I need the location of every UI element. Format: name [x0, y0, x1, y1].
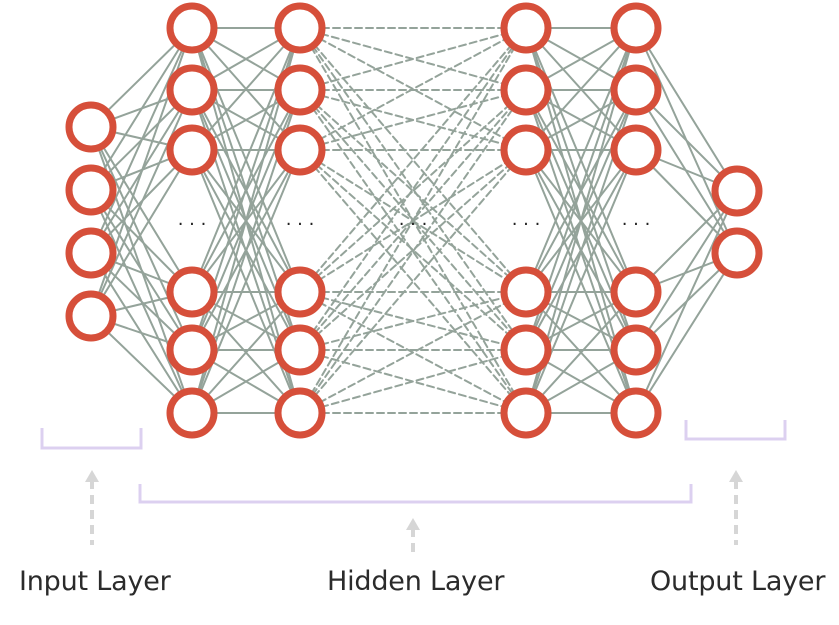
dashed-connection [299, 89, 527, 414]
hidden-3-neuron [500, 64, 552, 116]
arrow-head [85, 470, 99, 482]
hidden-3-neuron [500, 2, 552, 54]
hidden-1-neuron [166, 387, 218, 439]
ellipsis-dots: . . . [512, 209, 541, 230]
connection [90, 27, 193, 191]
hidden-3-neuron [500, 266, 552, 318]
input-neuron [65, 227, 117, 279]
output-layer-arrow [729, 470, 743, 545]
dashed-connection [299, 349, 527, 414]
hidden-4-neuron [610, 324, 662, 376]
hidden-2-neuron [274, 124, 326, 176]
hidden-2-neuron [274, 2, 326, 54]
dashed-connection [299, 27, 527, 414]
ellipsis-dots: . . . [286, 209, 315, 230]
connection [90, 89, 193, 317]
input-neuron [65, 164, 117, 216]
ellipsis-dots: . . . [178, 209, 207, 230]
dashed-connection [299, 89, 527, 151]
dashed-connection [299, 291, 527, 351]
arrow-head [729, 470, 743, 482]
hidden-4-neuron [610, 124, 662, 176]
hidden-4-neuron [610, 266, 662, 318]
input-neuron [65, 101, 117, 153]
ellipsis-dots: . . . [399, 209, 428, 230]
connection [191, 149, 301, 414]
hidden-3-neuron [500, 387, 552, 439]
output-layer-label: Output Layer [650, 566, 826, 597]
output-layer-bracket [684, 420, 787, 441]
connection [635, 190, 738, 351]
dashed-connection [299, 149, 527, 414]
connection [525, 291, 637, 414]
connection [635, 27, 738, 192]
hidden-2-neuron [274, 324, 326, 376]
input-layer-arrow [85, 470, 99, 545]
input-layer-label: Input Layer [19, 566, 171, 597]
hidden-4-neuron [610, 64, 662, 116]
connection [191, 27, 301, 151]
connection [525, 27, 637, 151]
hidden-layer-bracket [138, 484, 693, 504]
connection [525, 149, 637, 414]
hidden-2-neuron [274, 266, 326, 318]
input-neuron [65, 290, 117, 342]
hidden-1-neuron [166, 324, 218, 376]
dashed-connection [299, 89, 527, 293]
hidden-1-neuron [166, 2, 218, 54]
hidden-1-neuron [166, 266, 218, 318]
dashed-connection [299, 27, 527, 151]
neurons [65, 2, 763, 439]
hidden-4-neuron [610, 387, 662, 439]
brackets [40, 420, 787, 504]
dashed-connection [299, 89, 527, 293]
dashed-connection [299, 27, 527, 293]
hidden-2-neuron [274, 387, 326, 439]
connection [90, 126, 193, 293]
input-layer-bracket [40, 428, 143, 450]
hidden-3-neuron [500, 324, 552, 376]
ellipsis-dots: . . . [622, 209, 651, 230]
connection [90, 149, 193, 317]
output-neuron [711, 227, 763, 279]
connection [635, 190, 738, 414]
dashed-connection [299, 27, 527, 91]
dashed-connection [299, 27, 527, 351]
connection [525, 27, 637, 293]
arrows [85, 470, 743, 557]
arrow-head [406, 518, 420, 530]
connection [635, 252, 738, 414]
hidden-1-neuron [166, 64, 218, 116]
ellipses: . . . . . . . . . . . . . . . [178, 209, 651, 230]
connection [191, 291, 301, 414]
hidden-1-neuron [166, 124, 218, 176]
output-neuron [711, 165, 763, 217]
hidden-layer-label: Hidden Layer [327, 566, 505, 597]
connection [90, 27, 193, 254]
hidden-layer-arrow [406, 518, 420, 557]
dashed-connection [299, 27, 527, 293]
dashed-connection [299, 149, 527, 414]
dashed-connection [299, 291, 527, 414]
hidden-4-neuron [610, 2, 662, 54]
hidden-2-neuron [274, 64, 326, 116]
hidden-3-neuron [500, 124, 552, 176]
dashed-connection [299, 27, 527, 351]
